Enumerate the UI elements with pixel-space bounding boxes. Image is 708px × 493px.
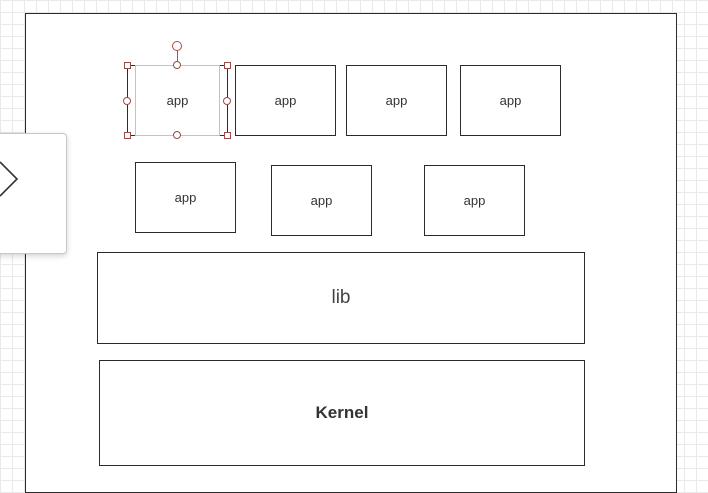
resize-handle-top[interactable] bbox=[173, 61, 181, 69]
chevron-right-icon[interactable] bbox=[0, 160, 22, 198]
app-shape-5[interactable]: app bbox=[135, 162, 236, 233]
resize-handle-top-left[interactable] bbox=[124, 62, 131, 69]
resize-handle-bottom[interactable] bbox=[173, 131, 181, 139]
resize-handle-top-right[interactable] bbox=[224, 62, 231, 69]
app-shape-label: app bbox=[385, 93, 408, 108]
app-shape-1[interactable]: app bbox=[127, 65, 228, 136]
lib-shape-label: lib bbox=[331, 287, 351, 308]
rotate-handle-stem bbox=[177, 51, 178, 64]
lib-shape[interactable]: lib bbox=[97, 252, 585, 344]
app-shape-label: app bbox=[274, 93, 297, 108]
app-shape-label: app bbox=[310, 193, 333, 208]
app-shape-3[interactable]: app bbox=[346, 65, 447, 136]
app-shape-label: app bbox=[166, 93, 189, 108]
kernel-shape-label: Kernel bbox=[315, 403, 369, 422]
app-shape-label: app bbox=[499, 93, 522, 108]
app-shape-7[interactable]: app bbox=[424, 165, 525, 236]
resize-handle-right[interactable] bbox=[223, 97, 231, 105]
resize-handle-bottom-left[interactable] bbox=[124, 132, 131, 139]
app-shape-label: app bbox=[174, 190, 197, 205]
app-shape-6[interactable]: app bbox=[271, 165, 372, 236]
resize-handle-left[interactable] bbox=[123, 97, 131, 105]
app-shape-2[interactable]: app bbox=[235, 65, 336, 136]
collapsed-side-panel[interactable] bbox=[0, 133, 67, 254]
app-shape-4[interactable]: app bbox=[460, 65, 561, 136]
rotate-handle[interactable] bbox=[172, 41, 182, 51]
resize-handle-bottom-right[interactable] bbox=[224, 132, 231, 139]
kernel-shape[interactable]: Kernel bbox=[99, 360, 585, 466]
app-shape-label: app bbox=[463, 193, 486, 208]
